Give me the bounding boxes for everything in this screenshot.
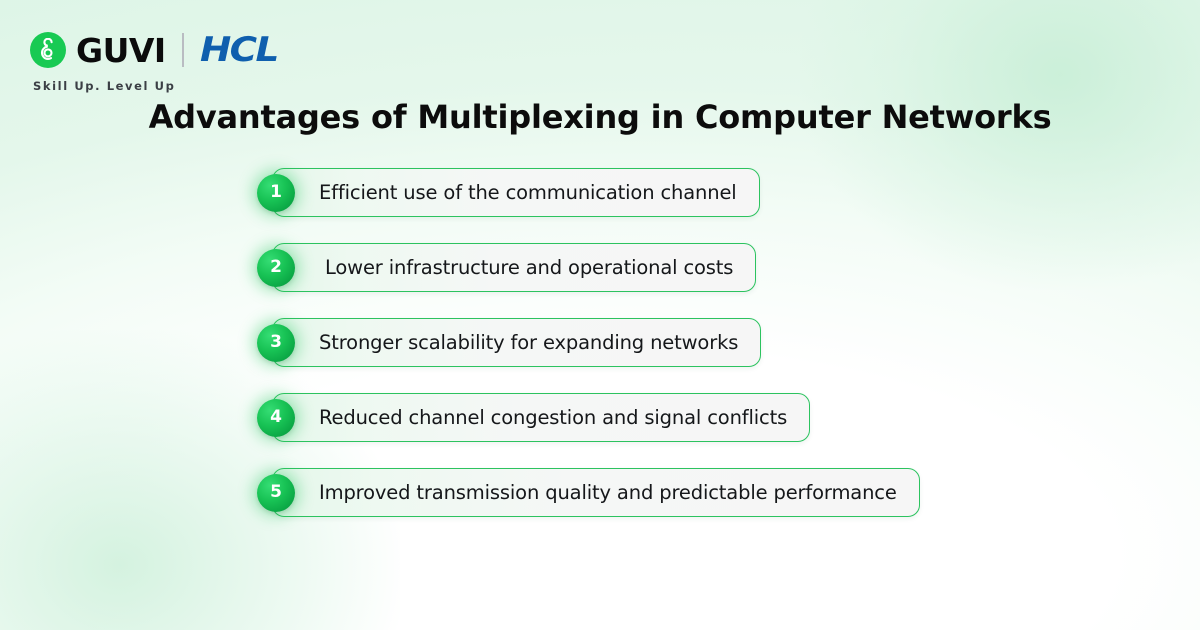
list-item-pill: 3 Stronger scalability for expanding net… (257, 318, 762, 367)
list-item: 1 Efficient use of the communication cha… (257, 168, 920, 217)
brand-lockup: GUVI HCL Skill Up. Level Up (30, 28, 279, 93)
list-item-number-badge: 4 (257, 398, 295, 437)
list-item-pill: 4 Reduced channel congestion and signal … (257, 393, 811, 442)
list-item-pill: 5 Improved transmission quality and pred… (257, 468, 920, 517)
advantages-list: 1 Efficient use of the communication cha… (257, 168, 920, 517)
hcl-wordmark: HCL (199, 30, 279, 70)
list-item-number: 2 (270, 257, 282, 277)
list-item-number-badge: 1 (257, 173, 295, 212)
list-item-label: Stronger scalability for expanding netwo… (319, 331, 739, 354)
brand-tagline: Skill Up. Level Up (33, 79, 176, 93)
brand-logo-row: GUVI HCL (30, 28, 279, 72)
page-title: Advantages of Multiplexing in Computer N… (148, 98, 1052, 136)
list-item-number: 4 (270, 407, 282, 427)
list-item-number: 1 (270, 182, 282, 202)
list-item-number-badge: 3 (257, 323, 295, 362)
list-item-number-badge: 2 (257, 248, 295, 287)
guvi-wordmark: GUVI (76, 30, 166, 70)
list-item: 2 Lower infrastructure and operational c… (257, 243, 920, 292)
list-item-pill: 1 Efficient use of the communication cha… (257, 168, 760, 217)
list-item-number: 3 (270, 332, 282, 352)
list-item-label: Lower infrastructure and operational cos… (325, 256, 734, 279)
list-item: 3 Stronger scalability for expanding net… (257, 318, 920, 367)
list-item-pill: 2 Lower infrastructure and operational c… (257, 243, 757, 292)
list-item: 4 Reduced channel congestion and signal … (257, 393, 920, 442)
brand-divider (181, 33, 184, 67)
list-item-label: Improved transmission quality and predic… (319, 481, 897, 504)
guvi-g-logo-icon (30, 32, 66, 68)
list-item: 5 Improved transmission quality and pred… (257, 468, 920, 517)
list-item-number-badge: 5 (257, 473, 295, 512)
list-item-number: 5 (270, 482, 282, 502)
list-item-label: Efficient use of the communication chann… (319, 181, 737, 204)
list-item-label: Reduced channel congestion and signal co… (319, 406, 788, 429)
